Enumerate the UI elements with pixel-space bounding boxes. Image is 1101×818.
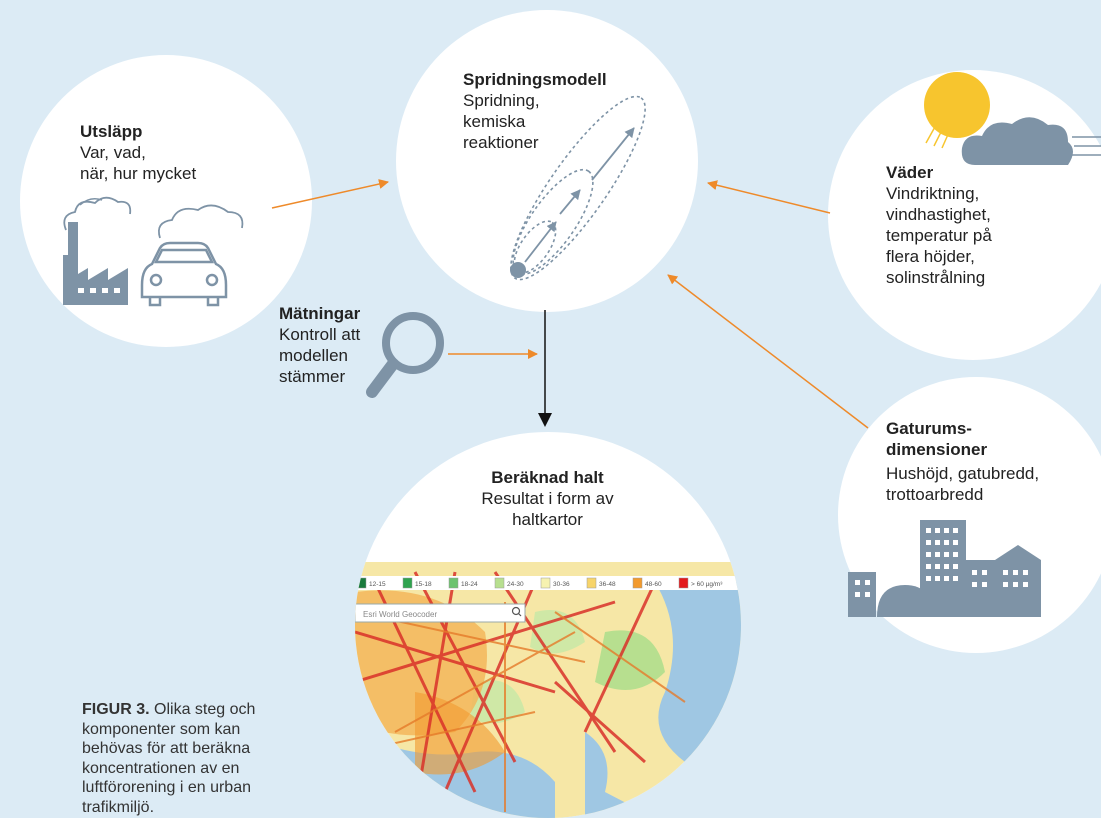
result-circle: 12-15 15-18 18-24 24-30 30-36 36-48 48-60 > 60 … (355, 432, 741, 818)
weather-text-2: vindhastighet, (886, 205, 991, 224)
dispersion-text-1: Spridning, (463, 91, 540, 110)
buildings-windows (855, 528, 1028, 597)
legend-label: 12-15 (369, 581, 386, 588)
factory-icon (63, 196, 132, 305)
dispersion-wind-arrows (510, 127, 635, 278)
caption-label: FIGUR 3. (82, 701, 150, 718)
weather-label: Väder Vindriktning, vindhastighet, tempe… (886, 162, 992, 288)
street-label: Gaturums- dimensioner Hushöjd, gatubredd… (886, 418, 1039, 505)
map-search-input[interactable]: Esri World Geocoder (363, 610, 437, 619)
dispersion-text-3: reaktioner (463, 133, 539, 152)
magnifier-icon (366, 312, 444, 398)
legend-swatch (632, 577, 643, 589)
legend-label: 30-36 (553, 581, 570, 588)
result-text-1: Resultat i form av (481, 489, 614, 508)
dispersion-text-2: kemiska (463, 112, 526, 131)
legend-swatch (402, 577, 413, 589)
measurements-text-3: stämmer (279, 367, 346, 386)
legend-swatch (678, 577, 689, 589)
arrow-street-to-model (667, 274, 869, 429)
emissions-text-2: när, hur mycket (80, 164, 197, 183)
result-label: Beräknad halt Resultat i form av haltkar… (445, 467, 650, 530)
weather-text-4: flera höjder, (886, 247, 975, 266)
cloud-icon (961, 117, 1101, 165)
buildings-icon (848, 520, 1041, 617)
map-search-icon[interactable] (511, 606, 522, 617)
street-title-2: dimensioner (886, 440, 988, 459)
weather-title: Väder (886, 163, 934, 182)
measurements-text-2: modellen (279, 346, 348, 365)
measurements-title: Mätningar (279, 304, 361, 323)
weather-text-3: temperatur på (886, 226, 992, 245)
caption-text: Olika steg och komponenter som kan behöv… (82, 701, 256, 816)
figure-caption: FIGUR 3. Olika steg och komponenter som … (82, 700, 302, 817)
legend-swatch (540, 577, 551, 589)
dispersion-circle (396, 10, 698, 312)
legend-label: 48-60 (645, 581, 662, 588)
concentration-map: 12-15 15-18 18-24 24-30 30-36 36-48 48-60 > 60 … (355, 562, 741, 818)
legend-swatch (494, 577, 505, 589)
legend-label: 24-30 (507, 581, 524, 588)
arrow-weather-to-model (707, 180, 831, 214)
legend-swatch (586, 577, 597, 589)
legend-swatch (356, 577, 367, 589)
weather-text-5: solinstrålning (886, 268, 986, 287)
measurements-label: Mätningar Kontroll att modellen stämmer (279, 303, 360, 387)
legend-swatch (448, 577, 459, 589)
weather-text-1: Vindriktning, (886, 184, 980, 203)
car-icon (140, 204, 244, 307)
measurements-text-1: Kontroll att (279, 325, 361, 344)
sun-icon (924, 72, 990, 149)
arrow-emissions-to-model (271, 179, 389, 209)
emissions-label: Utsläpp Var, vad, när, hur mycket (80, 121, 196, 184)
legend-label: 15-18 (415, 581, 432, 588)
dispersion-title: Spridningsmodell (463, 70, 607, 89)
legend-label: 36-48 (599, 581, 616, 588)
street-text-1: Hushöjd, gatubredd, (886, 464, 1040, 483)
dispersion-label: Spridningsmodell Spridning, kemiska reak… (463, 69, 607, 153)
emissions-title: Utsläpp (80, 122, 143, 141)
legend-label: > 60 µg/m³ (691, 581, 723, 588)
result-title: Beräknad halt (491, 468, 604, 487)
street-text-2: trottoarbredd (886, 485, 984, 504)
emissions-text-1: Var, vad, (80, 143, 146, 162)
map-legend: 12-15 15-18 18-24 24-30 30-36 36-48 48-60 > 60 … (356, 577, 723, 589)
street-title: Gaturums- (886, 419, 972, 438)
result-text-2: haltkartor (512, 510, 583, 529)
legend-label: 18-24 (461, 581, 478, 588)
